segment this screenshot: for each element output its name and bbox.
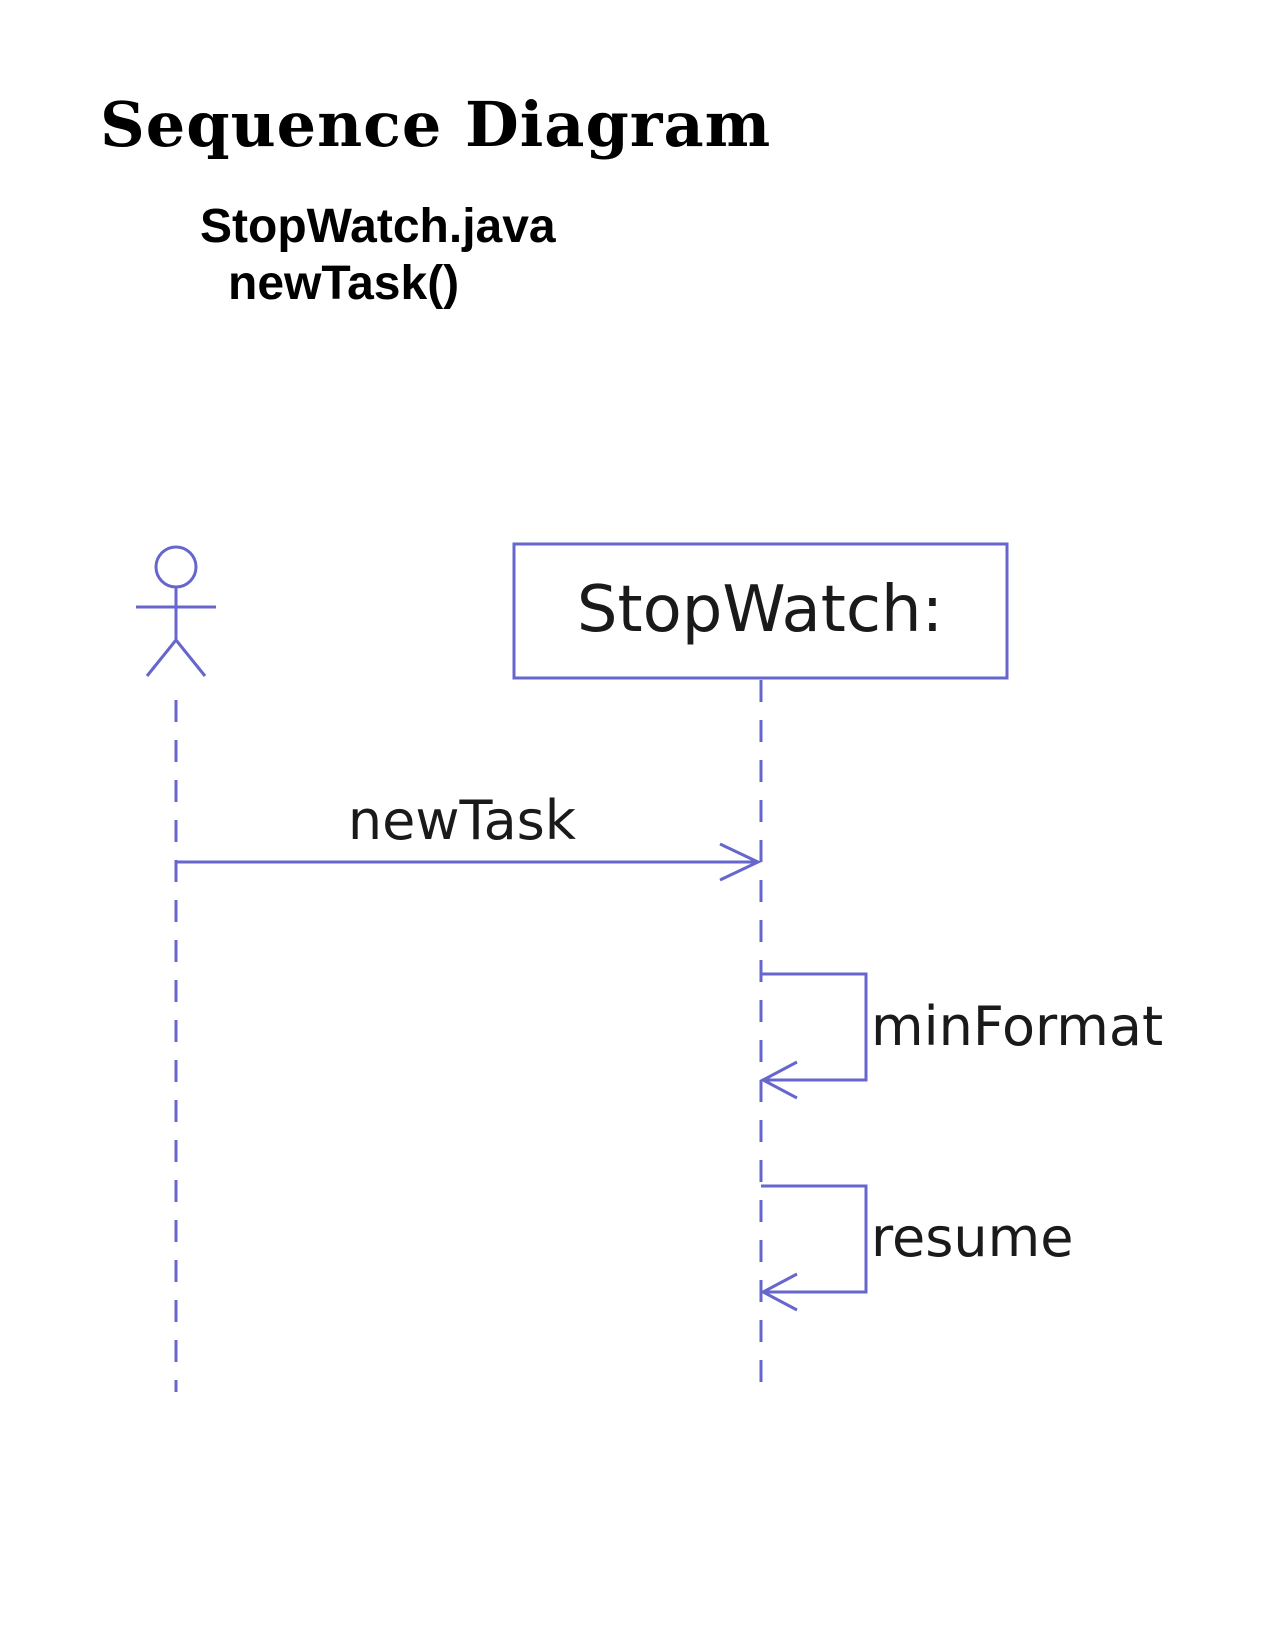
message-label-newtask: newTask (348, 789, 577, 852)
message-resume (759, 1184, 868, 1312)
page-title: Sequence Diagram (100, 88, 772, 161)
object-label: StopWatch: (577, 573, 943, 647)
message-label-minformat: minFormat (871, 995, 1163, 1058)
message-label-resume: resume (871, 1206, 1073, 1269)
message-minformat (759, 972, 868, 1100)
object-box (512, 542, 1009, 680)
method-name: newTask() (228, 257, 460, 310)
message-newtask (176, 842, 762, 882)
file-name: StopWatch.java (200, 200, 556, 253)
actor-icon (136, 545, 216, 677)
